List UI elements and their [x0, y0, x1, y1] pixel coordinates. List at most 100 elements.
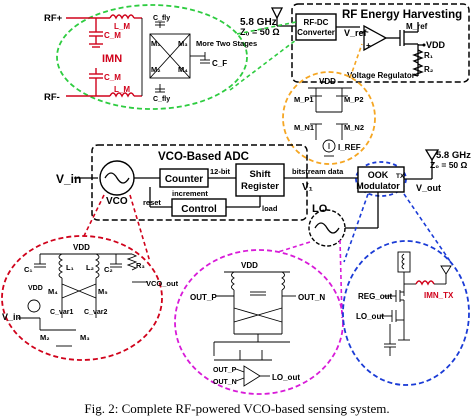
ook-schematic-detail: IMN_TX REG_out LO_out — [342, 193, 470, 386]
imn-label: IMN — [102, 53, 122, 65]
ook-lo-out-label: LO_out — [356, 312, 384, 321]
vref-gen-vdd-label: VDD — [319, 77, 336, 86]
rfdc-label-1: RF-DC — [304, 18, 329, 27]
cvar2-label: C_var2 — [84, 309, 107, 316]
shift-register-box — [235, 163, 285, 197]
vco-m5-label: M₅ — [98, 287, 108, 296]
figure-caption: Fig. 2: Complete RF-powered VCO-based se… — [84, 401, 389, 416]
rf-plus-label: RF+ — [44, 13, 63, 24]
tx-antenna-icon — [424, 149, 440, 179]
cfly-top-label: C_fly — [153, 15, 170, 22]
lm-top-inductor — [109, 14, 135, 20]
c2-label: C₂ — [104, 265, 113, 274]
mp2-label: M_P2 — [344, 95, 364, 104]
lm-bot-label: L_M — [114, 85, 130, 94]
green-detail-boundary — [56, 4, 248, 110]
rx-freq-label: 5.8 GHz — [240, 17, 277, 28]
imn-tx-inductor — [415, 280, 435, 286]
lm-bot-inductor — [109, 92, 135, 98]
cvar1-label: C_var1 — [50, 309, 73, 316]
rf-harvest-boundary — [291, 3, 470, 83]
adc-boundary — [91, 144, 308, 221]
lo-mixer-icon — [243, 365, 261, 387]
lo-sine-icon — [314, 222, 340, 234]
iref-label: I_REF — [338, 143, 361, 152]
m4-label: M₄ — [178, 65, 188, 74]
vout-label: V_out — [416, 183, 441, 193]
r1-resistor — [412, 49, 424, 64]
ook-antenna-icon — [440, 265, 452, 275]
mn2-label: M_N2 — [344, 123, 364, 132]
vco-m4-label: M₄ — [48, 287, 58, 296]
vco-out-label: VCO_out — [146, 279, 179, 288]
r3-label: R₃ — [136, 261, 145, 270]
ook-label-1: OOK — [368, 170, 389, 180]
opamp-icon — [363, 24, 388, 52]
tx-freq-label: 5.8 GHz — [436, 150, 471, 161]
orange-detail-boundary — [282, 71, 376, 165]
load-label: load — [262, 204, 278, 213]
vref-generator-detail: VDD M_P1 M_P2 M_N1 M_N2 I_REF — [282, 43, 376, 165]
lo-outn-b-label: OUT_N — [213, 379, 237, 386]
shift-label-2: Register — [241, 181, 279, 192]
cm-bot-label: C_M — [104, 73, 121, 82]
vin-label: V_in — [56, 172, 81, 186]
vco-m3-label: M₃ — [80, 333, 90, 342]
lo-outp-b-label: OUT_P — [213, 367, 237, 374]
bits-label: 12-bit — [210, 167, 231, 176]
lo-out-label: LO_out — [272, 373, 300, 382]
lo-l2-inductor — [281, 271, 285, 291]
m3-label: M₃ — [178, 39, 188, 48]
mp1-label: M_P1 — [294, 95, 314, 104]
vco-vin-label: V_in — [2, 312, 21, 322]
l1-label: L₁ — [66, 263, 74, 272]
r2-label: R₂ — [424, 65, 434, 74]
vco-current-source-icon — [27, 299, 41, 313]
cm-top-label: C_M — [104, 31, 121, 40]
vco-m2-label: M₂ — [40, 333, 50, 342]
mref-label: M_ref — [406, 22, 428, 31]
lo-label: LO — [312, 203, 328, 215]
svg-text:+: + — [366, 41, 371, 50]
adc-title: VCO-Based ADC — [158, 151, 249, 163]
regulator-label: Voltage Regulator — [347, 71, 415, 80]
tx-z0-label: Z₀ = 50 Ω — [430, 160, 468, 170]
iref-source-icon — [322, 139, 336, 153]
m2-label: M₂ — [151, 65, 161, 74]
sine-wave-icon — [104, 172, 130, 184]
lo-l1-inductor — [231, 271, 235, 291]
ook-label-2: Modulator — [356, 181, 400, 191]
lo-outp-label: OUT_P — [190, 293, 217, 302]
rfdc-label-2: Converter — [297, 28, 335, 37]
cfly-bot-label: C_fly — [153, 96, 170, 103]
vco-schematic-detail: VDD C₁ L₁ L₂ C₂ R₃ VCO_out M₄ M₅ VDD C_v… — [1, 194, 179, 361]
blue-detail-boundary — [342, 240, 470, 386]
rfdc-converter-box — [295, 13, 337, 41]
r1-label: R₁ — [424, 51, 434, 60]
more-stages-label: More Two Stages — [196, 39, 257, 48]
rf-minus-label: RF- — [44, 92, 60, 103]
l2-label: L₂ — [86, 263, 94, 272]
m1-label: M₁ — [151, 39, 160, 48]
shift-label-1: Shift — [249, 169, 271, 180]
red-detail-boundary — [1, 235, 163, 361]
v1-label: V₁ — [302, 182, 313, 193]
lo-outn-label: OUT_N — [298, 293, 325, 302]
counter-label: Counter — [165, 174, 203, 185]
l2-inductor — [94, 253, 100, 279]
tx-label: TX — [396, 173, 405, 180]
r2-resistor — [411, 63, 424, 77]
imn-tx-label: IMN_TX — [424, 291, 454, 300]
l1-inductor — [58, 253, 64, 279]
mn1-label: M_N1 — [294, 123, 314, 132]
ook-load-inductor — [401, 253, 405, 270]
reset-label: reset — [143, 198, 161, 207]
lo-vdd-label: VDD — [241, 261, 258, 270]
rf-energy-harvesting: RF Energy Harvesting 5.8 GHz Z₀ = 50 Ω R… — [240, 3, 470, 83]
vco-vdd-small-label: VDD — [28, 285, 43, 292]
vco-adc-block: VCO-Based ADC V_in VCO Counter 12-bit in… — [56, 144, 358, 221]
lm-top-label: L_M — [114, 22, 130, 31]
regulator-vdd-label: VDD — [426, 40, 446, 50]
